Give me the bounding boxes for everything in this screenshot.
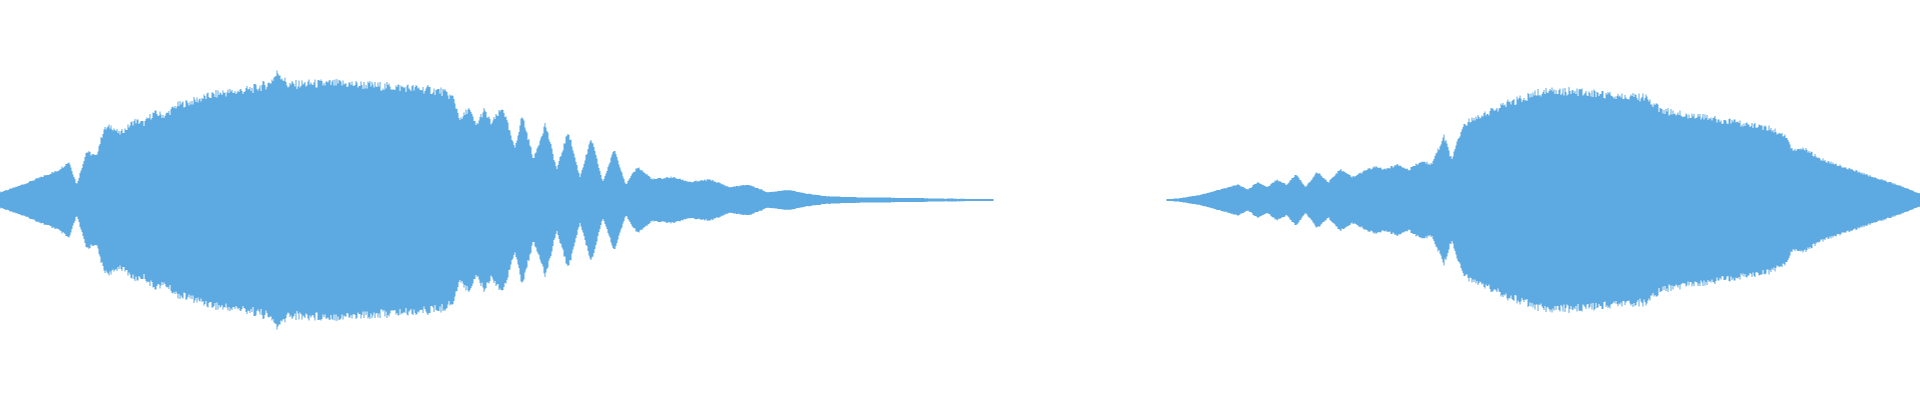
second-sound-region-bars	[1166, 86, 1920, 314]
first-sound-region	[0, 70, 994, 330]
first-sound-region-bars	[0, 70, 994, 330]
second-sound-region	[1166, 86, 1920, 314]
